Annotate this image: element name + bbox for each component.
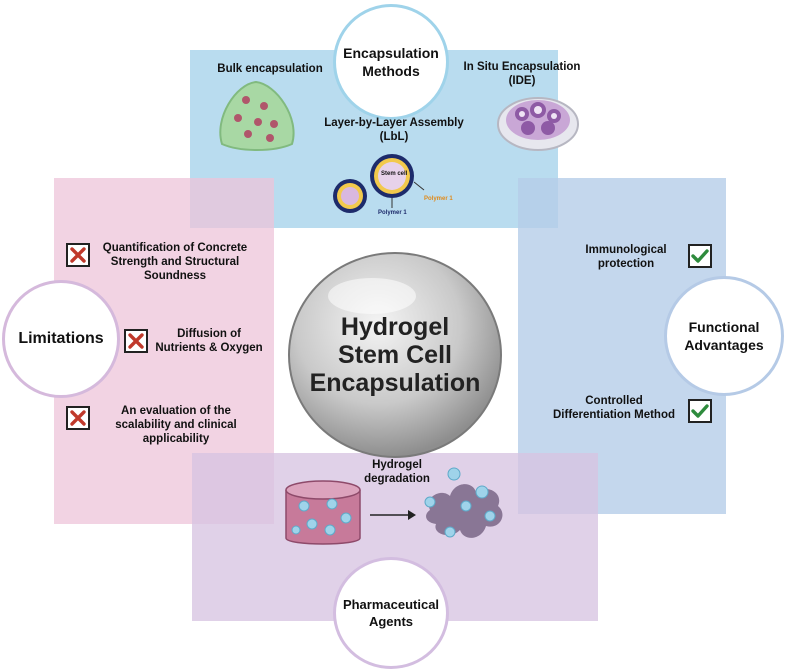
advantage-2-line1: Controlled: [585, 395, 643, 407]
stem-cell-label: Stem cell: [381, 171, 408, 177]
central-title-line1: Hydrogel: [340, 313, 450, 341]
functional-advantages-circle: Functional Advantages: [664, 276, 784, 396]
pharmaceutical-agents-title-line2: Agents: [368, 614, 414, 629]
encapsulation-methods-circle: Encapsulation Methods: [333, 4, 449, 120]
limitation-1-line3: Soundness: [144, 270, 206, 282]
limitation-item-1: Quantification of Concrete Strength and …: [92, 241, 258, 283]
central-title-line2: Stem Cell: [338, 341, 452, 369]
degraded-hydrogel-icon: [424, 467, 503, 538]
in-situ-encapsulation-label: In Situ Encapsulation (IDE): [460, 60, 584, 88]
advantage-2-line2: Differentiation Method: [552, 409, 676, 421]
cross-box-1: [66, 243, 90, 267]
functional-advantages-title-line2: Advantages: [684, 337, 764, 353]
in-situ-line1: In Situ Encapsulation: [463, 61, 581, 73]
lbl-line2: (LbL): [379, 131, 409, 143]
limitation-item-3: An evaluation of the scalability and cli…: [96, 404, 256, 446]
bulk-hydrogel-icon: [219, 80, 295, 151]
polymer-1-label-orange: Polymer 1: [424, 196, 453, 202]
advantage-1-line2: protection: [597, 258, 655, 270]
degradation-arrow-icon: [370, 510, 416, 520]
limitations-title: Limitations: [18, 330, 104, 347]
limitation-1-line1: Quantification of Concrete: [102, 242, 248, 254]
encapsulation-methods-title-line1: Encapsulation: [343, 45, 439, 61]
layer-by-layer-label: Layer-by-Layer Assembly (LbL): [310, 116, 478, 144]
polymer-1-label-blue: Polymer 1: [378, 210, 407, 216]
degradation-line1: Hydrogel: [372, 459, 422, 471]
check-box-2: [688, 399, 712, 423]
cross-box-2: [124, 329, 148, 353]
limitation-3-line3: applicability: [142, 433, 210, 445]
advantage-item-2: Controlled Differentiation Method: [540, 394, 688, 422]
cross-icon: [70, 410, 86, 426]
hydrogel-sphere-illustration: [288, 252, 502, 458]
central-title-line3: Encapsulation: [309, 369, 481, 397]
limitation-3-line1: An evaluation of the: [121, 405, 231, 417]
limitation-item-2: Diffusion of Nutrients & Oxygen: [146, 327, 272, 355]
limitation-2-line1: Diffusion of: [177, 328, 241, 340]
limitation-1-line2: Strength and Structural: [110, 256, 240, 268]
central-title: Hydrogel Stem Cell Encapsulation: [290, 250, 500, 460]
pharmaceutical-agents-circle: Pharmaceutical Agents: [333, 557, 449, 669]
check-box-1: [688, 244, 712, 268]
cross-icon: [128, 333, 144, 349]
degradation-line2: degradation: [364, 473, 430, 485]
in-situ-dish-icon: [497, 97, 579, 151]
cross-box-3: [66, 406, 90, 430]
in-situ-line2: (IDE): [508, 75, 536, 87]
cross-icon: [70, 247, 86, 263]
layer-by-layer-cells-icon: [333, 154, 425, 213]
pharmaceutical-agents-title-line1: Pharmaceutical: [342, 597, 440, 612]
limitations-circle: Limitations: [2, 280, 120, 398]
check-icon: [691, 249, 709, 263]
hydrogel-cylinder-icon: [285, 480, 361, 545]
bulk-encapsulation-label: Bulk encapsulation: [217, 63, 323, 75]
lbl-line1: Layer-by-Layer Assembly: [324, 117, 464, 129]
hydrogel-degradation-label: Hydrogel degradation: [352, 458, 442, 486]
functional-advantages-title-line1: Functional: [688, 319, 760, 335]
encapsulation-methods-title-line2: Methods: [362, 63, 420, 79]
advantage-item-1: Immunological protection: [570, 243, 682, 271]
advantage-1-line1: Immunological: [585, 244, 667, 256]
limitation-3-line2: scalability and clinical: [115, 419, 237, 431]
limitation-2-line2: Nutrients & Oxygen: [155, 342, 263, 354]
check-icon: [691, 404, 709, 418]
